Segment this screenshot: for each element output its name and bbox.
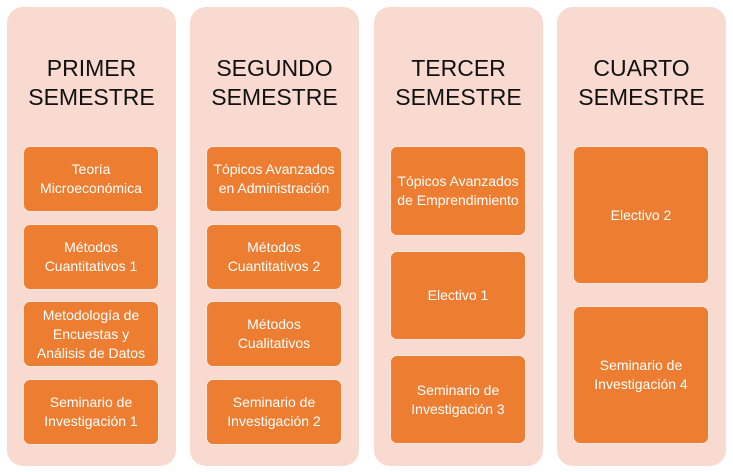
course-label: Tópicos Avanzados en Administración: [213, 161, 335, 196]
course-label: Seminario de Investigación 3: [411, 381, 505, 417]
course-label: Metodología de Encuestas y Análisis de D…: [36, 306, 146, 361]
course-label: Electivo 2: [610, 206, 672, 223]
semester-title: TERCER SEMESTRE: [374, 54, 543, 112]
semester-title-line: TERCER: [411, 55, 506, 81]
semester-title-line: PRIMER: [46, 55, 137, 81]
course-label: Métodos Cuantitativos 1: [44, 239, 138, 274]
semester-title-line: SEMESTRE: [211, 84, 338, 110]
semester-title-line: SEMESTRE: [28, 84, 155, 110]
semester-title: CUARTO SEMESTRE: [557, 54, 726, 112]
course-box: Tópicos Avanzados de Emprendimiento: [390, 146, 526, 236]
course-box: Seminario de Investigación 4: [573, 306, 709, 444]
course-label: Seminario de Investigación 2: [227, 394, 321, 429]
course-label: Seminario de Investigación 4: [594, 357, 688, 392]
course-label: Métodos Cuantitativos 2: [227, 239, 321, 274]
course-box: Seminario de Investigación 1: [23, 379, 159, 445]
semester-title-line: SEGUNDO: [216, 55, 333, 81]
semester-title-line: CUARTO: [593, 55, 690, 81]
course-box: Métodos Cuantitativos 1: [23, 224, 159, 290]
semester-title-line: SEMESTRE: [395, 84, 522, 110]
course-box: Electivo 1: [390, 251, 526, 340]
semester-column: CUARTO SEMESTRE Electivo 2 Seminario de Inv…: [557, 7, 726, 466]
course-label: Teoría Microeconómica: [40, 161, 142, 196]
course-label: Seminario de Investigación 1: [44, 394, 138, 429]
course-label: Tópicos Avanzados de Emprendimiento: [397, 173, 519, 208]
course-box: Métodos Cuantitativos 2: [206, 224, 342, 290]
course-box: Electivo 2: [573, 146, 709, 284]
course-box: Métodos Cualitativos: [206, 301, 342, 367]
course-label: Electivo 1: [427, 287, 489, 303]
course-label: Métodos Cualitativos: [237, 316, 311, 351]
course-box: Seminario de Investigación 2: [206, 379, 342, 445]
semester-title: SEGUNDO SEMESTRE: [190, 54, 359, 112]
semester-title: PRIMER SEMESTRE: [7, 54, 176, 112]
semester-title-line: SEMESTRE: [578, 84, 705, 110]
course-box: Teoría Microeconómica: [23, 146, 159, 212]
semester-column: TERCER SEMESTRE Tópicos Avanzados de Empre…: [374, 7, 543, 466]
course-box: Tópicos Avanzados en Administración: [206, 146, 342, 212]
course-box: Seminario de Investigación 3: [390, 355, 526, 444]
semester-column: SEGUNDO SEMESTRE Tópicos Avanzados en Admi…: [190, 7, 359, 466]
course-box: Metodología de Encuestas y Análisis de D…: [23, 301, 159, 367]
